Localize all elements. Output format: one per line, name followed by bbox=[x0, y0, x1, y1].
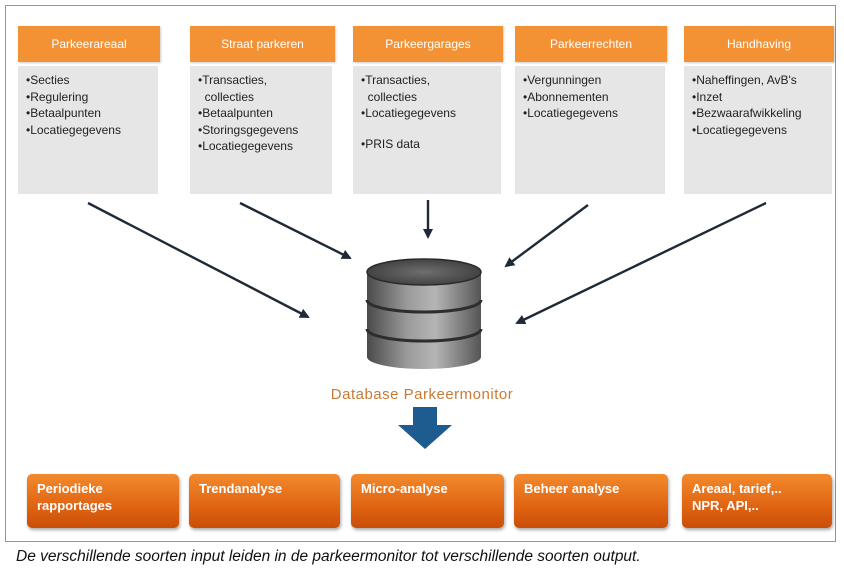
source-item: •PRIS data bbox=[361, 136, 420, 151]
diagram-frame bbox=[5, 5, 836, 542]
database-icon bbox=[365, 258, 483, 369]
source-item: •Locatiegegevens bbox=[198, 139, 293, 153]
down-arrow-icon bbox=[398, 407, 452, 449]
arrow-parkeerrechten bbox=[504, 204, 589, 268]
arrow-parkeerareaal bbox=[87, 201, 310, 319]
source-item: •Locatiegegevens bbox=[523, 106, 618, 120]
source-item: •Regulering bbox=[26, 89, 89, 104]
output-label: Beheer analyse bbox=[524, 481, 620, 496]
source-item: •Betaalpunten bbox=[198, 106, 273, 120]
output-box-periodieke-rapportages: Periodieke rapportages bbox=[27, 474, 179, 528]
source-item: •Vergunningen bbox=[523, 73, 602, 87]
source-box-handhaving: •Naheffingen, AvB's •Inzet •Bezwaarafwik… bbox=[684, 66, 832, 194]
output-label: Micro-analyse bbox=[361, 481, 448, 496]
arrow-straat-parkeren bbox=[239, 201, 352, 260]
source-header-straat-parkeren: Straat parkeren bbox=[190, 26, 335, 62]
database-label: Database Parkeermonitor bbox=[330, 386, 514, 403]
source-item: •Locatiegegevens bbox=[26, 122, 121, 137]
arrow-handhaving bbox=[515, 201, 767, 325]
figure-caption: De verschillende soorten input leiden in… bbox=[16, 548, 641, 565]
source-item: •Transacties, bbox=[361, 73, 431, 87]
source-item: •Bezwaarafwikkeling bbox=[692, 106, 802, 120]
source-item: •Inzet bbox=[692, 89, 723, 104]
source-item: •Betaalpunten bbox=[26, 106, 101, 120]
output-label: Areaal, tarief,.. NPR, API,.. bbox=[692, 481, 782, 513]
output-box-areaal-tarief: Areaal, tarief,.. NPR, API,.. bbox=[682, 474, 832, 528]
source-box-parkeerareaal: •Secties •Regulering •Betaalpunten •Loca… bbox=[18, 66, 158, 194]
source-item: •Secties bbox=[26, 73, 70, 87]
source-header-parkeerareaal: Parkeerareaal bbox=[18, 26, 160, 62]
source-header-parkeergarages: Parkeergarages bbox=[353, 26, 503, 62]
output-box-beheer-analyse: Beheer analyse bbox=[514, 474, 668, 528]
output-box-micro-analyse: Micro-analyse bbox=[351, 474, 504, 528]
source-box-straat-parkeren: •Transacties, collecties •Betaalpunten •… bbox=[190, 66, 332, 194]
output-label: Periodieke rapportages bbox=[37, 481, 113, 513]
source-item: •Abonnementen bbox=[523, 89, 609, 104]
output-label: Trendanalyse bbox=[199, 481, 283, 496]
source-box-parkeergarages: •Transacties, collecties •Locatiegegeven… bbox=[353, 66, 501, 194]
source-item: •Storingsgegevens bbox=[198, 122, 299, 137]
source-item: •Transacties, bbox=[198, 73, 268, 87]
source-item: collecties bbox=[198, 89, 255, 104]
output-box-trendanalyse: Trendanalyse bbox=[189, 474, 340, 528]
source-header-handhaving: Handhaving bbox=[684, 26, 834, 62]
source-item: collecties bbox=[361, 89, 418, 104]
source-item: •Locatiegegevens bbox=[361, 106, 456, 120]
source-item: •Locatiegegevens bbox=[692, 122, 787, 137]
source-item: •Naheffingen, AvB's bbox=[692, 73, 797, 87]
source-header-parkeerrechten: Parkeerrechten bbox=[515, 26, 667, 62]
source-box-parkeerrechten: •Vergunningen •Abonnementen •Locatiegege… bbox=[515, 66, 665, 194]
